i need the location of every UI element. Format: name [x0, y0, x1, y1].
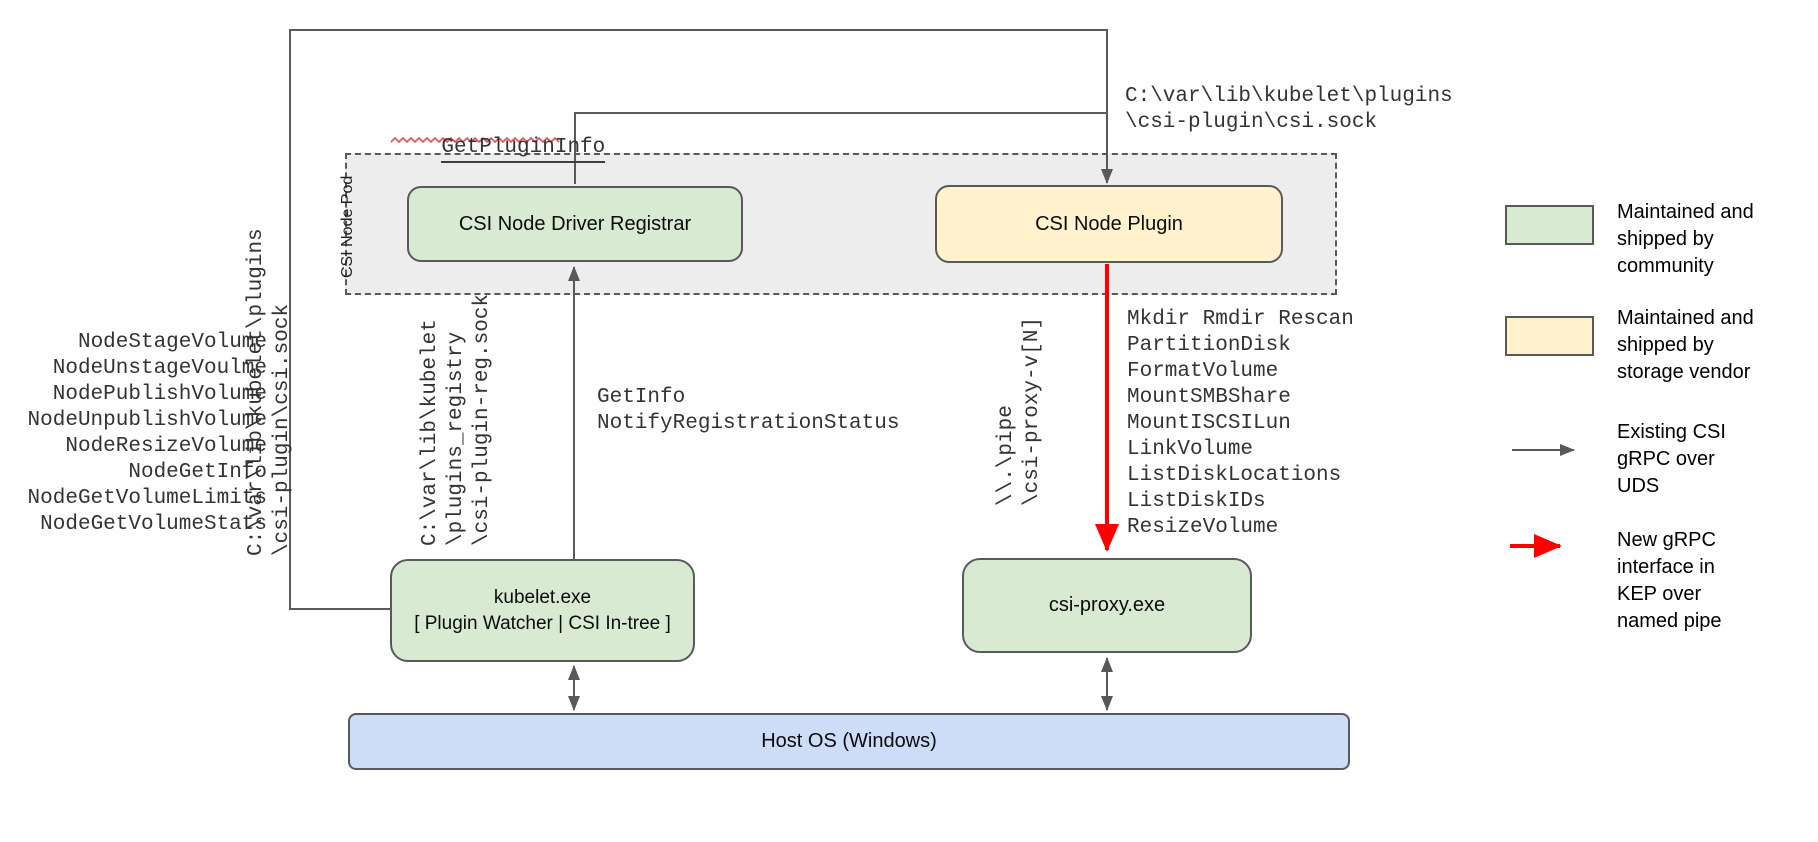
- csi-node-driver-registrar-box: CSI Node Driver Registrar: [407, 186, 743, 262]
- registration-methods-list: GetInfo NotifyRegistrationStatus: [597, 386, 900, 435]
- kubelet-box: kubelet.exe [ Plugin Watcher | CSI In-tr…: [390, 559, 695, 662]
- host-os-label: Host OS (Windows): [761, 730, 937, 752]
- legend-named-pipe-label: New gRPC interface in KEP over named pip…: [1617, 529, 1722, 632]
- legend-vendor-label: Maintained and shipped by storage vendor: [1617, 307, 1754, 383]
- legend-vendor-swatch: [1505, 316, 1594, 356]
- kubelet-label-line2: [ Plugin Watcher | CSI In-tree ]: [414, 612, 671, 634]
- legend-uds-label: Existing CSI gRPC over UDS: [1617, 421, 1726, 497]
- plugin-sock-path-rotated-label: C:\var\lib\kubelet\plugins \csi-plugin\c…: [245, 228, 294, 556]
- csi-node-pod-label: CSI Node Pod: [339, 175, 356, 278]
- registrar-label: CSI Node Driver Registrar: [458, 212, 692, 235]
- csi-proxy-label: csi-proxy.exe: [1048, 594, 1166, 616]
- plugin-label: CSI Node Plugin: [1035, 212, 1183, 235]
- getplugininfo-label: GetPluginInfo: [391, 109, 606, 189]
- named-pipe-path-rotated-label: \\.\pipe \csi-proxy-v[N]: [995, 316, 1044, 506]
- node-methods-list: NodeStageVolume NodeUnstageVoulme NodePu…: [27, 331, 267, 536]
- legend-community-swatch: [1505, 205, 1594, 245]
- proxy-methods-list: Mkdir Rmdir Rescan PartitionDisk FormatV…: [1127, 308, 1354, 539]
- plugin-sock-path-label: C:\var\lib\kubelet\plugins \csi-plugin\c…: [1125, 85, 1453, 134]
- legend-community-label: Maintained and shipped by community: [1617, 201, 1754, 277]
- csi-proxy-box: csi-proxy.exe: [962, 558, 1252, 653]
- kubelet-label-line1: kubelet.exe: [493, 586, 592, 608]
- getplugininfo-connector: [574, 112, 1106, 184]
- csi-node-plugin-box: CSI Node Plugin: [935, 185, 1283, 263]
- registrar-sock-path-rotated-label: C:\var\lib\kubelet \plugins_registry \cs…: [419, 293, 494, 546]
- kubelet-to-plugin-connector: [289, 29, 1113, 610]
- host-os-box: Host OS (Windows): [348, 713, 1350, 770]
- spellcheck-squiggle-icon: [390, 136, 560, 144]
